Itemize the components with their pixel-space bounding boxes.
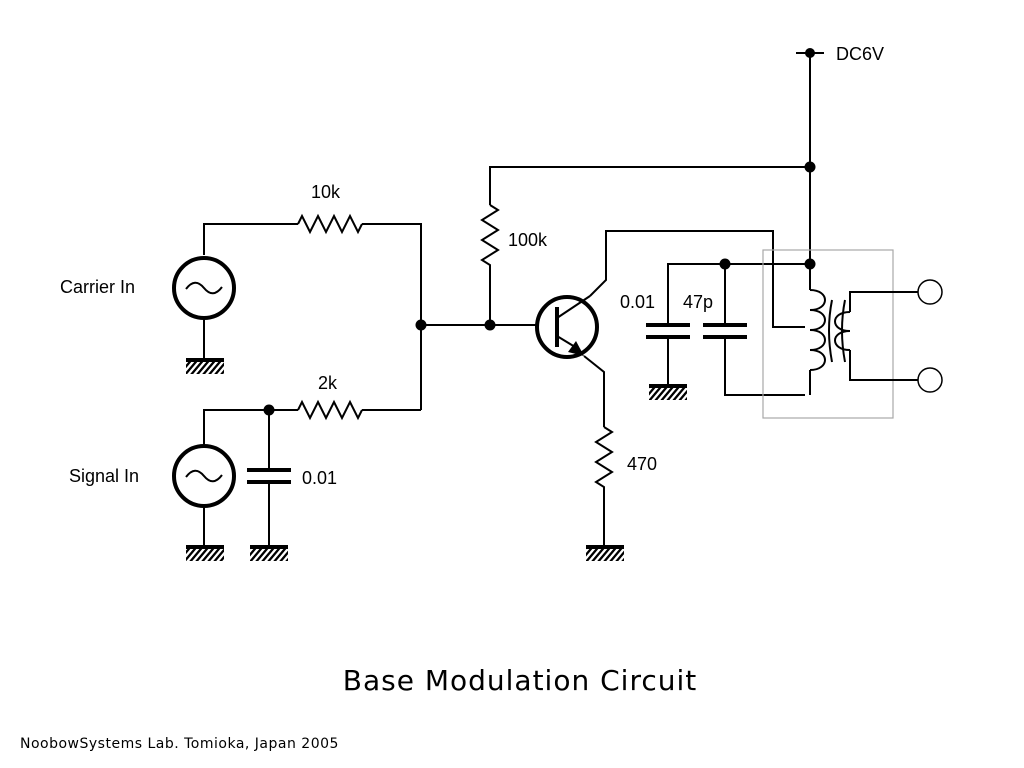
- mix-junction: [415, 319, 427, 331]
- resistor-100k: [480, 204, 500, 325]
- signal-source: [172, 444, 236, 545]
- transformer: [809, 264, 918, 395]
- transformer-shield: [762, 249, 894, 419]
- resistor-2k-label: 2k: [318, 373, 338, 393]
- base-junction: [484, 319, 496, 331]
- capacitor-ground-icon: [250, 545, 288, 561]
- capacitor-tank-47p: [703, 264, 805, 396]
- npn-transistor: [535, 295, 599, 359]
- capacitor-tank-001-label: 0.01: [620, 292, 655, 312]
- signal-wire: [203, 409, 298, 445]
- resistor-10k: [297, 213, 363, 235]
- bias-rail-wire: [489, 166, 810, 205]
- resistor-470-label: 470: [627, 454, 657, 474]
- collector-wire: [589, 230, 805, 328]
- capacitor-tank-001: [646, 323, 690, 384]
- carrier-in-label: Carrier In: [60, 277, 135, 297]
- output-terminal-bottom: [917, 367, 943, 393]
- credit-line: NoobowSystems Lab. Tomioka, Japan 2005: [20, 736, 339, 752]
- resistor-2k: [297, 399, 363, 421]
- capacitor-signal: [247, 410, 291, 545]
- tank-ground-icon: [649, 384, 687, 400]
- emitter-ground-icon: [586, 545, 624, 561]
- mixer-node-wire: [362, 223, 422, 410]
- supply-label: DC6V: [836, 44, 884, 64]
- carrier-source: [172, 256, 236, 358]
- emitter-wire: [583, 355, 605, 427]
- carrier-ground-icon: [186, 358, 224, 374]
- resistor-100k-label: 100k: [508, 230, 548, 250]
- signal-in-label: Signal In: [69, 466, 139, 486]
- supply-terminal: [796, 48, 824, 264]
- capacitor-tank-47p-label: 47p: [683, 292, 713, 312]
- signal-ground-icon: [186, 545, 224, 561]
- carrier-wire: [203, 223, 298, 255]
- resistor-10k-label: 10k: [311, 182, 341, 202]
- output-terminal-top: [917, 279, 943, 305]
- capacitor-signal-label: 0.01: [302, 468, 337, 488]
- diagram-title: Base Modulation Circuit: [343, 664, 698, 697]
- resistor-470: [594, 426, 614, 545]
